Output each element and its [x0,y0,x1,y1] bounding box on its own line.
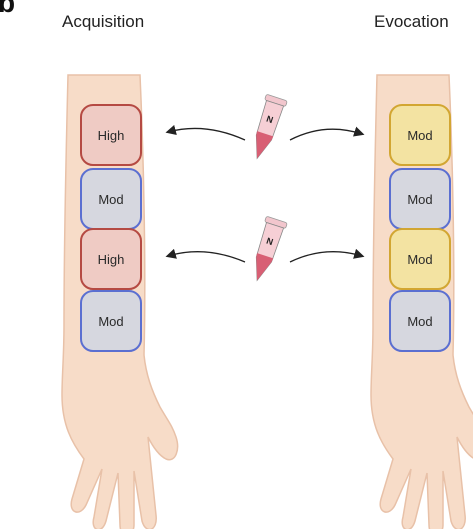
pad-label: High [98,252,125,267]
sample-tube-bottom: N [247,216,288,284]
arrow-to-right-bottom [290,252,362,262]
sample-tube-top: N [247,94,288,162]
panel-letter: b [0,0,15,19]
pad-label: Mod [407,252,432,267]
arrow-to-left-bottom [168,252,245,262]
right-pad-3: Mod [389,228,451,290]
pad-label: Mod [98,314,123,329]
pad-label: Mod [407,128,432,143]
left-pad-3: High [80,228,142,290]
pad-label: Mod [407,192,432,207]
right-pad-1: Mod [389,104,451,166]
pad-label: Mod [407,314,432,329]
left-pad-4: Mod [80,290,142,352]
acquisition-title: Acquisition [62,12,144,32]
pad-label: Mod [98,192,123,207]
arrow-to-right-top [290,129,362,140]
evocation-title: Evocation [374,12,449,32]
right-pad-2: Mod [389,168,451,230]
left-pad-2: Mod [80,168,142,230]
arrow-to-left-top [168,128,245,140]
pad-label: High [98,128,125,143]
right-pad-4: Mod [389,290,451,352]
left-pad-1: High [80,104,142,166]
